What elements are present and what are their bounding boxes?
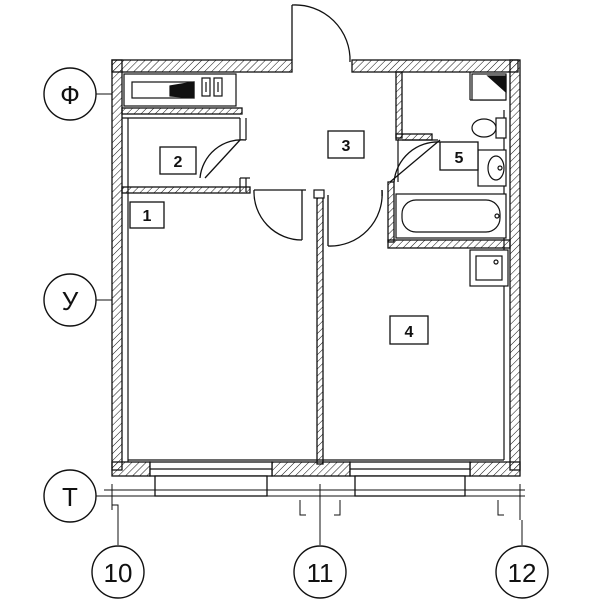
row-axes: Ф У Т bbox=[43, 67, 112, 523]
wall-bottom-2 bbox=[271, 461, 351, 477]
axis-marker-11: 11 bbox=[293, 530, 347, 599]
room-number-5: 5 bbox=[455, 150, 464, 167]
column bbox=[313, 189, 325, 199]
wall-bottom-3 bbox=[469, 461, 521, 477]
wall-wardrobe bbox=[121, 107, 243, 115]
interior-lines bbox=[122, 72, 506, 462]
wall-wc-middle bbox=[395, 133, 433, 141]
wall-right bbox=[509, 59, 521, 471]
dimension-lines bbox=[104, 484, 525, 530]
room-number-4: 4 bbox=[405, 324, 414, 341]
windows bbox=[149, 461, 471, 497]
door-room-4 bbox=[327, 189, 383, 247]
room-label-1: 1 bbox=[129, 201, 165, 229]
bathtub bbox=[395, 193, 507, 239]
doors bbox=[199, 4, 441, 247]
wall-top-right bbox=[351, 59, 519, 73]
axis-marker-u: У bbox=[43, 273, 112, 327]
axis-label-f: Ф bbox=[60, 80, 80, 110]
axis-label-10: 10 bbox=[104, 558, 133, 588]
axis-marker-12: 12 bbox=[495, 520, 549, 599]
sink bbox=[477, 149, 507, 187]
axis-marker-f: Ф bbox=[43, 67, 112, 121]
wall-top-left bbox=[111, 59, 293, 73]
room-label-5: 5 bbox=[439, 141, 479, 171]
wall-partition-2 bbox=[121, 186, 251, 194]
toilet bbox=[471, 117, 507, 139]
axis-label-12: 12 bbox=[508, 558, 537, 588]
exterior-walls bbox=[111, 59, 521, 477]
room-label-4: 4 bbox=[389, 315, 429, 345]
room-number-2: 2 bbox=[174, 154, 183, 171]
wall-wc-top bbox=[395, 71, 403, 139]
axis-marker-10: 10 bbox=[91, 520, 145, 599]
room-label-3: 3 bbox=[327, 130, 365, 159]
door-room-1 bbox=[253, 189, 306, 241]
axis-label-u: У bbox=[62, 286, 79, 316]
wardrobe-details bbox=[169, 77, 223, 99]
door-bathroom bbox=[389, 139, 441, 183]
room-number-1: 1 bbox=[143, 208, 152, 225]
room-label-2: 2 bbox=[159, 146, 197, 175]
axis-label-11: 11 bbox=[307, 558, 334, 588]
room-labels: 1 2 3 4 5 bbox=[129, 130, 479, 345]
wall-interior-vertical bbox=[316, 191, 324, 465]
entrance-door bbox=[291, 4, 351, 63]
room-number-3: 3 bbox=[342, 138, 351, 155]
axis-marker-t: Т bbox=[43, 469, 112, 523]
axis-label-t: Т bbox=[62, 482, 78, 512]
wall-left bbox=[111, 59, 123, 471]
wall-bathroom-bottom bbox=[387, 239, 511, 249]
wall-bathroom-left bbox=[387, 181, 395, 243]
boiler bbox=[471, 73, 507, 101]
wall-bottom-1 bbox=[111, 461, 151, 477]
column-axes: 10 11 12 bbox=[91, 520, 549, 599]
stove bbox=[469, 249, 509, 287]
fixtures bbox=[169, 73, 509, 287]
door-room-2 bbox=[199, 139, 247, 179]
